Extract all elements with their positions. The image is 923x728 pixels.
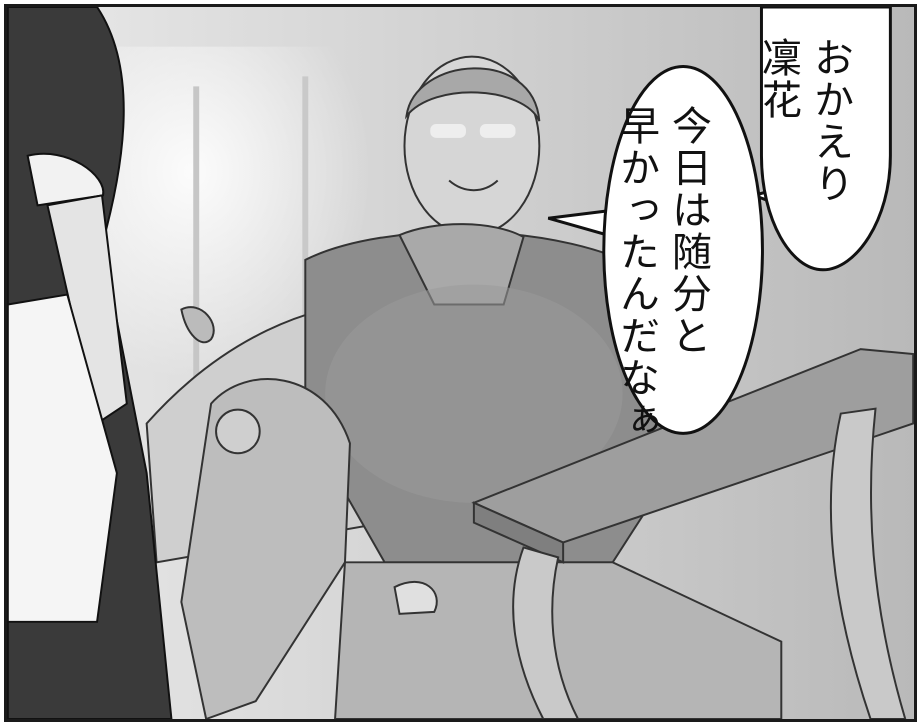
man-legs <box>334 561 783 719</box>
speech-text-remark: 今日は随分と早かったんだなぁ <box>610 105 714 441</box>
coffee-table-leg <box>512 546 580 719</box>
sofa-armrest <box>180 378 351 719</box>
maid-sleeve <box>26 152 105 207</box>
panel-illustration <box>7 7 914 719</box>
speech-text-greeting: おかえり凜花 <box>752 37 856 205</box>
speech-bubble <box>602 65 764 435</box>
speech-line: 凜花 <box>755 37 801 121</box>
manga-panel: おかえり凜花 今日は随分と早かったんだなぁ <box>4 4 917 722</box>
coffee-table-leg <box>829 407 907 719</box>
speech-line: 早かったんだなぁ <box>613 105 659 441</box>
speech-bubble <box>759 7 892 272</box>
maid-apron <box>7 293 118 623</box>
speech-line: 今日は随分と <box>665 105 711 357</box>
speech-line: おかえり <box>807 37 853 205</box>
sweater-collar <box>398 223 525 306</box>
